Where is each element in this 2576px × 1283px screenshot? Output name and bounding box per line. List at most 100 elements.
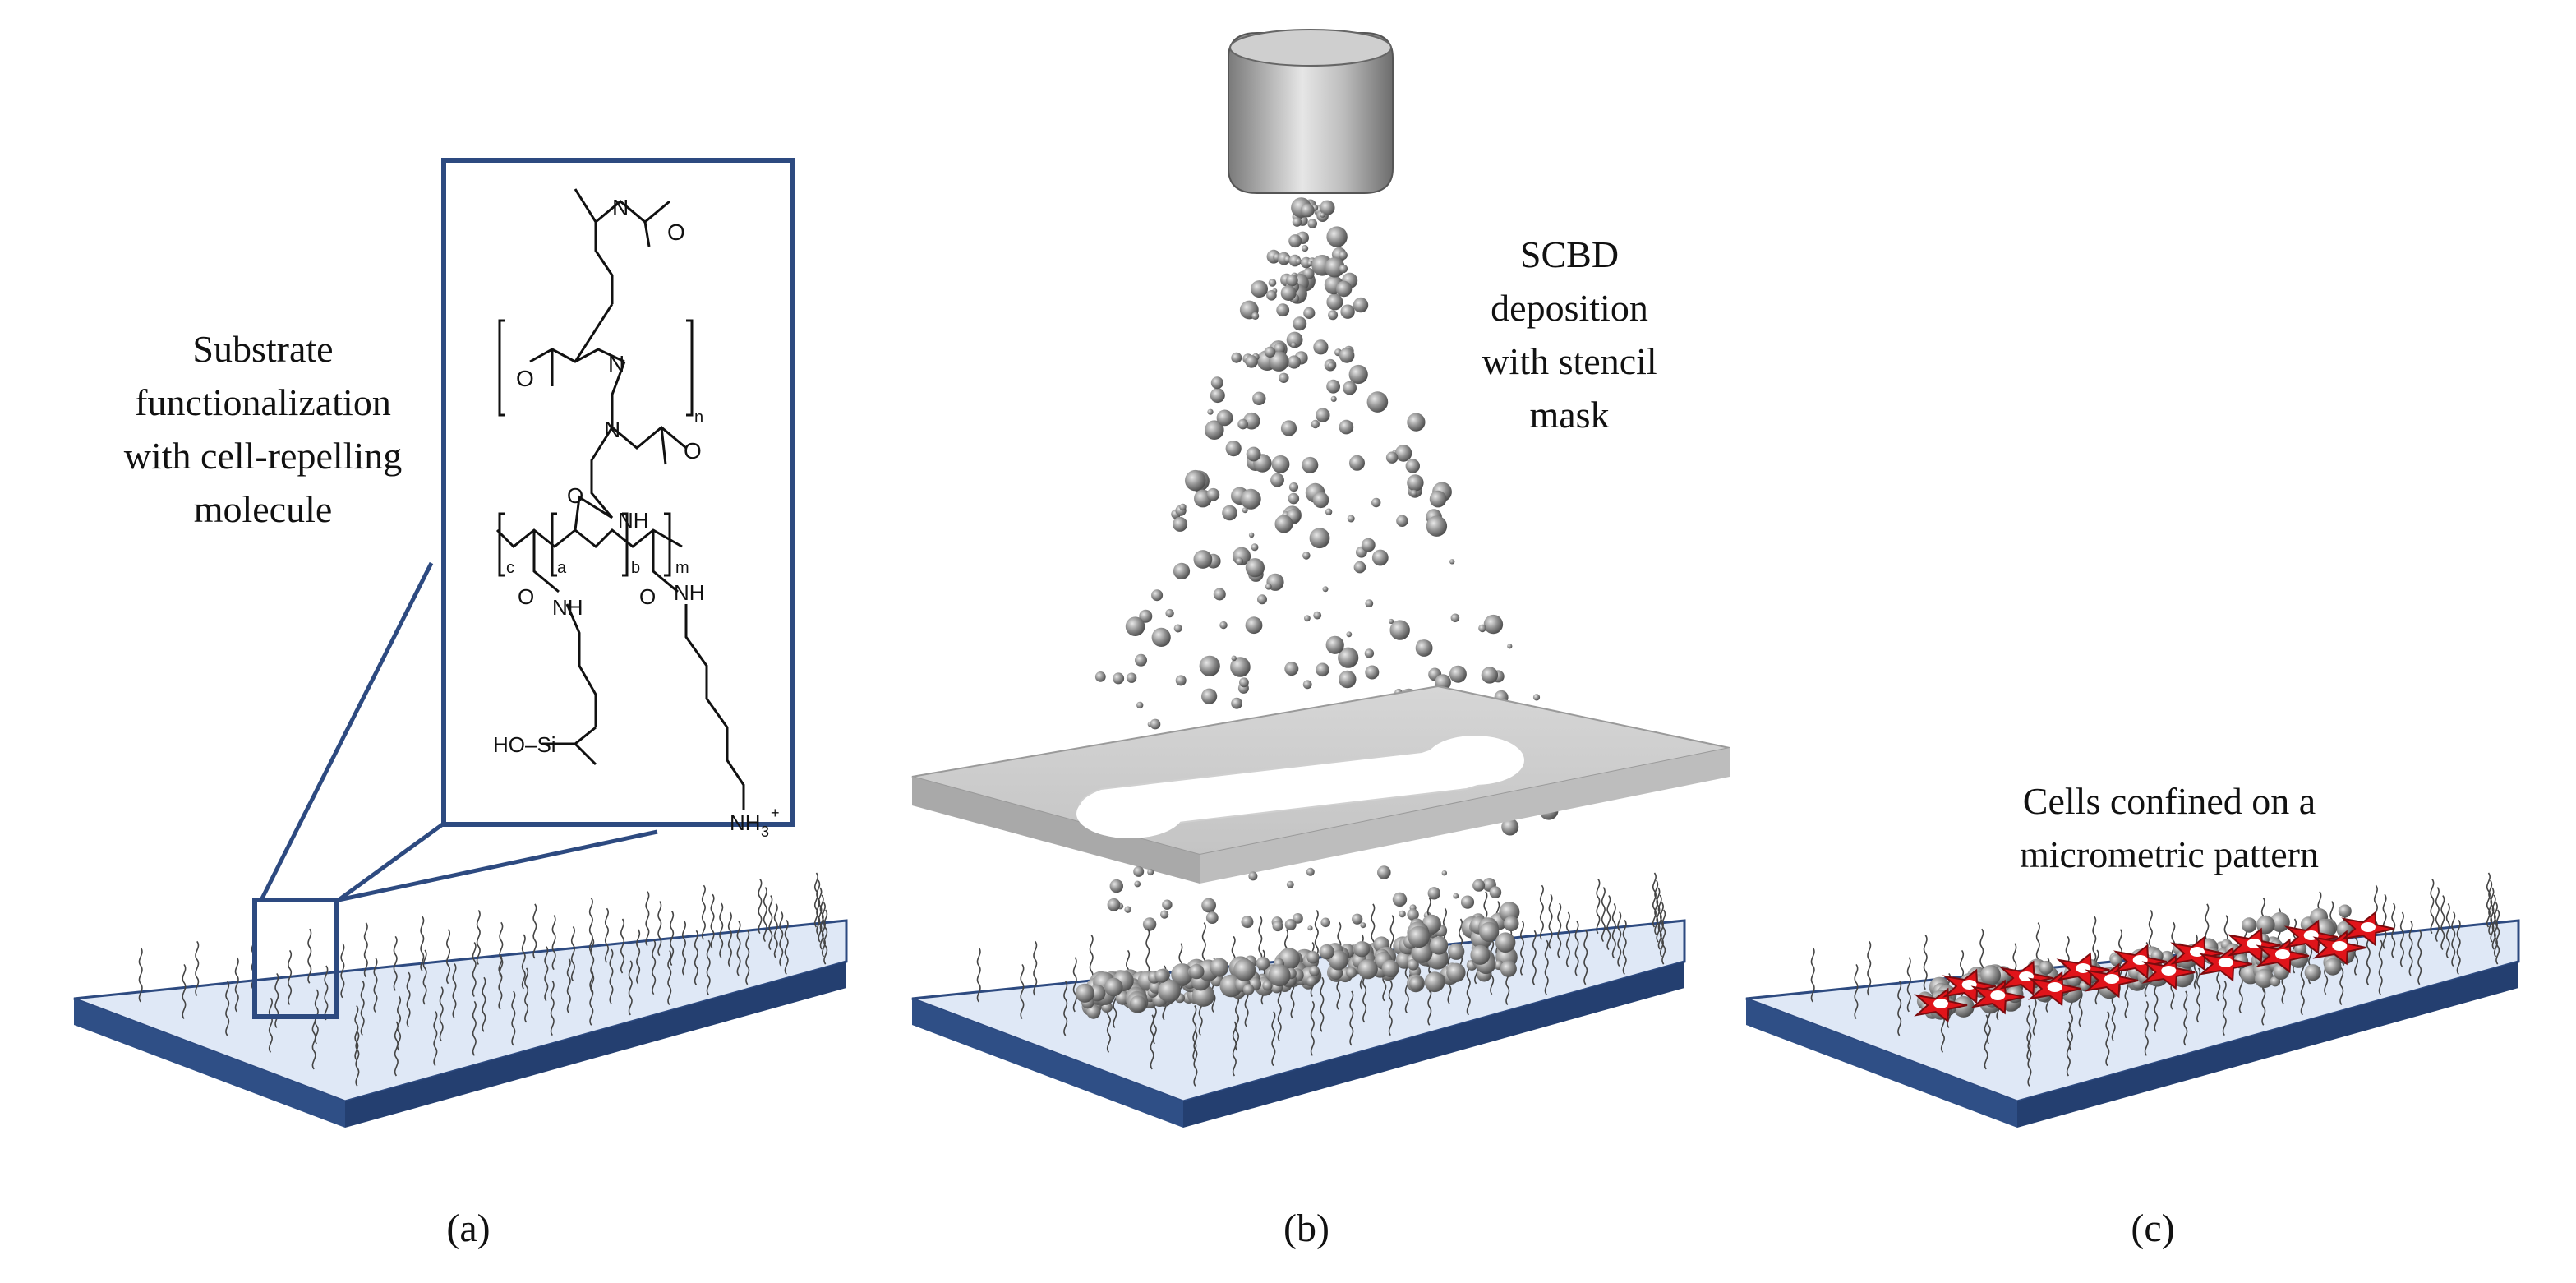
nanoparticle bbox=[1201, 898, 1216, 913]
atom-amine-sup: + bbox=[771, 805, 780, 821]
atom-o-right2: O bbox=[639, 584, 656, 609]
nanoparticle bbox=[1107, 898, 1121, 911]
brush-loop bbox=[1466, 960, 1471, 1016]
brush-loop bbox=[182, 963, 187, 1019]
brush-loop bbox=[719, 902, 724, 958]
brush-loop bbox=[694, 930, 698, 985]
cell-nucleus bbox=[1990, 990, 2006, 1000]
nanoparticle bbox=[1193, 550, 1213, 569]
brush-loop bbox=[324, 965, 329, 1021]
nanoparticle bbox=[1245, 355, 1258, 368]
nanoparticle bbox=[1326, 293, 1343, 311]
cell-nucleus bbox=[2218, 958, 2233, 967]
cell-nucleus bbox=[2047, 982, 2062, 992]
nanoparticle bbox=[1371, 497, 1381, 508]
brush-loop bbox=[976, 947, 981, 1003]
brush-loop bbox=[1657, 894, 1662, 950]
brush-loop bbox=[2378, 939, 2383, 995]
brush-loop bbox=[1810, 947, 1815, 1003]
brush-loop bbox=[2445, 903, 2450, 958]
deposited-particle bbox=[1448, 943, 1465, 960]
deposited-particle bbox=[1262, 980, 1273, 991]
brush-loop bbox=[2491, 894, 2496, 950]
brush-loop bbox=[1020, 963, 1025, 1019]
nanoparticle bbox=[1302, 680, 1312, 690]
caption-c: Cells confined on a micrometric pattern bbox=[2020, 780, 2319, 875]
deposited-particle bbox=[1408, 958, 1419, 971]
brush-loop bbox=[1544, 939, 1549, 995]
brush-loop bbox=[604, 907, 609, 963]
brush-loop bbox=[816, 879, 821, 935]
nanoparticle bbox=[1225, 441, 1242, 457]
nanoparticle bbox=[1304, 615, 1311, 622]
mask-slot-end-right bbox=[1426, 736, 1524, 785]
deposited-particle bbox=[2254, 968, 2274, 989]
substrate-a-side bbox=[345, 962, 846, 1128]
nanoparticle bbox=[1322, 586, 1329, 593]
brush-loop bbox=[819, 894, 824, 950]
nanoparticle bbox=[1501, 818, 1519, 836]
brush-loop bbox=[1532, 930, 1537, 985]
nozzle-body bbox=[1228, 32, 1394, 194]
brush-loop bbox=[682, 920, 686, 976]
deposited-particle bbox=[1503, 916, 1519, 932]
nanoparticle bbox=[1339, 670, 1357, 689]
brush-loop bbox=[1033, 940, 1038, 996]
cell-nucleus bbox=[2332, 941, 2348, 951]
brush-loop bbox=[1557, 902, 1562, 958]
mask-side bbox=[1200, 748, 1730, 884]
brush-loop bbox=[550, 981, 555, 1036]
nanoparticle bbox=[1139, 609, 1153, 623]
brush-loop bbox=[2391, 902, 2396, 958]
deposited-particle bbox=[1210, 958, 1229, 977]
brush-loop bbox=[1349, 990, 1354, 1046]
nanoparticle bbox=[1231, 697, 1242, 709]
brush-loop bbox=[2027, 1031, 2032, 1087]
atom-o-top: O bbox=[667, 219, 685, 245]
brush-loop bbox=[773, 903, 778, 958]
brush-loop bbox=[1601, 887, 1606, 943]
atom-nh-top: NH bbox=[618, 508, 649, 533]
nanoparticle bbox=[1302, 552, 1311, 560]
deposited-particle bbox=[1357, 958, 1378, 980]
nanoparticle bbox=[1339, 419, 1354, 435]
nanoparticle bbox=[1302, 456, 1319, 473]
panel-a: N O O N n N O NH O c a b m O NH O NH HO–… bbox=[73, 158, 848, 1250]
brush-loop bbox=[397, 995, 402, 1051]
subscript-a: a bbox=[557, 559, 567, 577]
atom-n-low: N bbox=[604, 417, 620, 442]
nanoparticle bbox=[1124, 906, 1131, 913]
nanoparticle bbox=[1173, 516, 1188, 532]
nanoparticle bbox=[1248, 532, 1255, 538]
brush-loop bbox=[1596, 879, 1601, 935]
deposited-particle bbox=[1424, 971, 1445, 993]
brush-loop bbox=[1606, 895, 1611, 951]
nanoparticle bbox=[1266, 290, 1277, 301]
nanoparticle bbox=[1284, 662, 1299, 676]
caption-b: SCBD deposition with stencil mask bbox=[1482, 233, 1657, 436]
nanoparticle bbox=[1210, 376, 1223, 390]
nanoparticle bbox=[1353, 561, 1366, 574]
nanoparticle bbox=[1125, 616, 1145, 636]
brush-loop bbox=[706, 939, 711, 995]
brush-loop bbox=[1984, 1014, 1988, 1070]
nanoparticle bbox=[1320, 212, 1325, 218]
nanoparticle bbox=[1365, 599, 1374, 607]
polymer-brush-b bbox=[976, 872, 1666, 1087]
atom-amine-sub: 3 bbox=[761, 824, 769, 840]
deposited-particle bbox=[1495, 932, 1516, 953]
molecule-structure bbox=[495, 188, 745, 810]
panel-label-a: (a) bbox=[446, 1207, 490, 1250]
brush-loop bbox=[701, 884, 706, 940]
cell-nucleus bbox=[2104, 974, 2119, 984]
brush-loop bbox=[1232, 1021, 1237, 1077]
cell-nucleus bbox=[2275, 949, 2290, 959]
subscript-m: m bbox=[675, 559, 689, 577]
deposited-particle bbox=[1268, 964, 1291, 987]
caption-a-line-1: Substrate bbox=[192, 328, 333, 370]
nanoparticle bbox=[1264, 346, 1276, 358]
brush-loop bbox=[570, 926, 575, 981]
nanoparticle bbox=[1136, 701, 1144, 709]
brush-loop bbox=[2300, 960, 2305, 1016]
nanoparticle bbox=[1268, 279, 1277, 287]
